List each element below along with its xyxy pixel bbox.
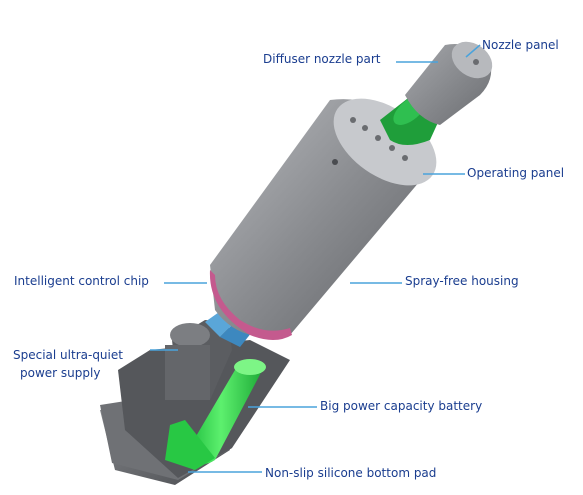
diffuser-nozzle-part-label: Diffuser nozzle part — [263, 52, 381, 66]
operating-panel-label: Operating panel — [467, 166, 565, 180]
spray-free-housing-label: Spray-free housing — [405, 274, 519, 288]
leader-lines — [150, 44, 481, 473]
intelligent-control-chip-label: Intelligent control chip — [14, 274, 149, 288]
battery-shape — [165, 359, 266, 470]
battery-label: Big power capacity battery — [320, 399, 483, 413]
power-supply-shape — [165, 320, 232, 400]
nozzle-panel-label: Nozzle panel — [482, 38, 559, 52]
diffuser-nozzle-shape — [405, 41, 493, 125]
power-supply-label-line2: power supply — [20, 366, 101, 380]
power-supply-label-line1: Special ultra-quiet — [13, 348, 123, 362]
bottom-pad-label: Non-slip silicone bottom pad — [265, 466, 437, 480]
operating-panel-dots — [332, 117, 408, 165]
